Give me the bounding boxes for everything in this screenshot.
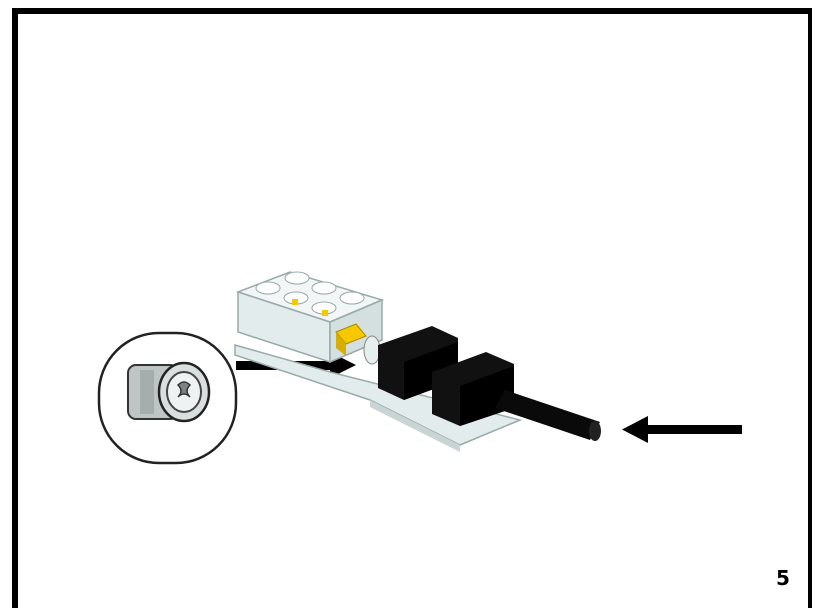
part-callout: [97, 331, 238, 465]
bush-icon: [127, 361, 211, 423]
arrow-left-icon: [622, 416, 742, 443]
step-number: 5: [776, 566, 790, 590]
instruction-page-frame: [12, 8, 812, 608]
lego-sensor-assembly-icon: [234, 271, 601, 452]
